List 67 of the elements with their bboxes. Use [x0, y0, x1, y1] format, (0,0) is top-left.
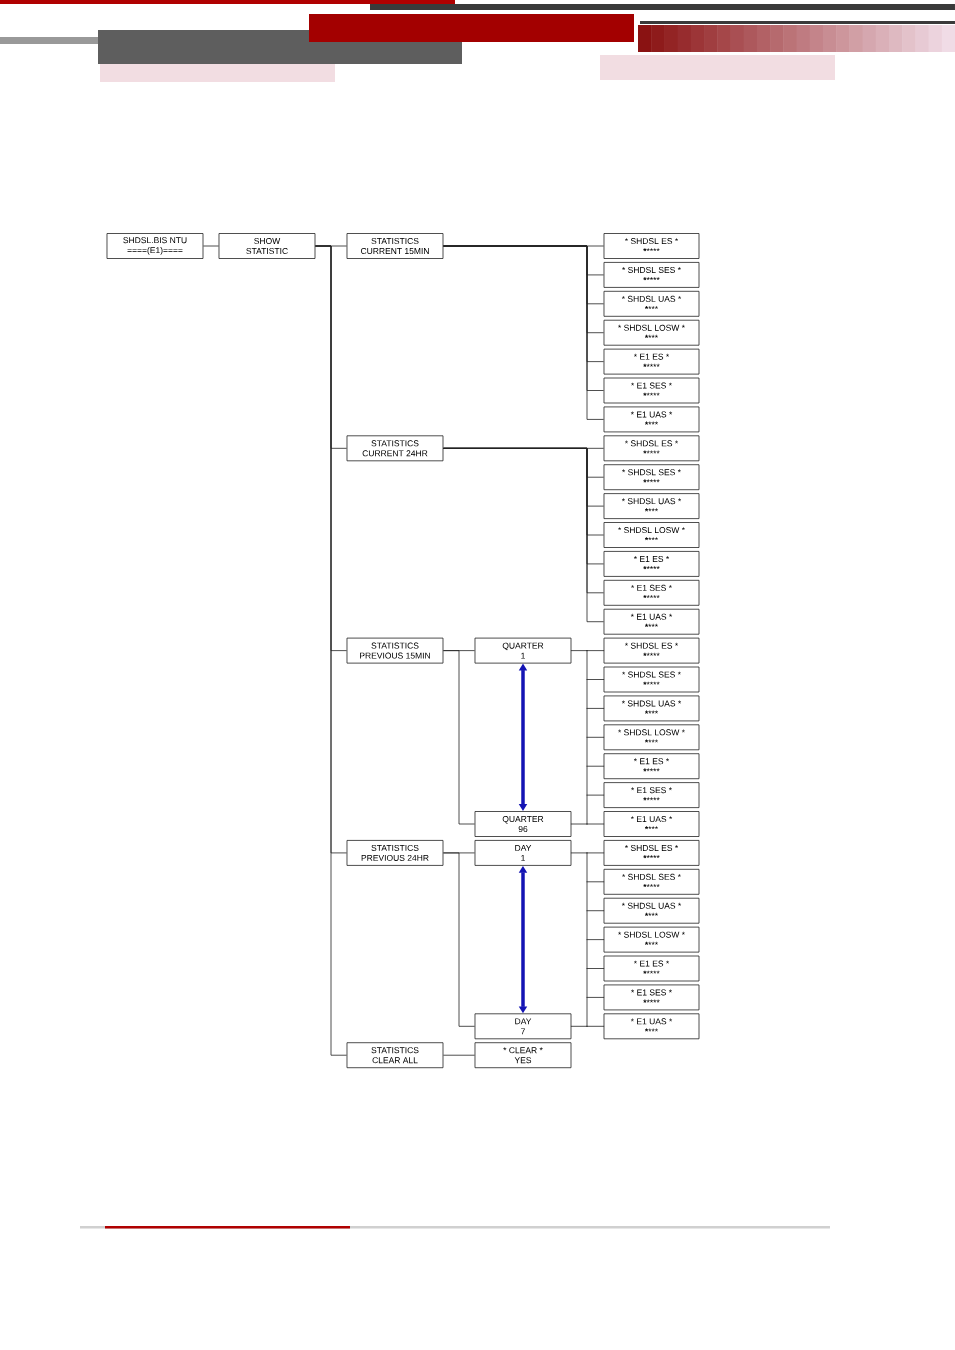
menu-box: SHOW STATISTIC [218, 233, 316, 259]
menu-box: * SHDSL ES * ***** [603, 435, 700, 462]
menu-box: * SHDSL SES * ***** [603, 262, 700, 288]
connector-line [586, 823, 604, 825]
menu-box: DAY 7 [474, 1013, 572, 1040]
menu-box: * E1 UAS * **** [603, 811, 700, 837]
connector-line [203, 245, 219, 247]
connector-line [443, 245, 604, 420]
connector-line [586, 736, 604, 738]
connector-line [571, 852, 588, 854]
menu-box: * E1 ES * ***** [603, 955, 700, 982]
menu-box: * SHDSL UAS * **** [603, 897, 700, 924]
menu-box: * E1 ES * ***** [603, 551, 700, 577]
menu-box: * E1 SES * ***** [603, 782, 700, 808]
connector-line [571, 1025, 588, 1027]
connector-line [443, 852, 475, 1027]
menu-box: STATISTICS PREVIOUS 24HR [346, 840, 444, 866]
menu-box: * SHDSL LOSW * **** [603, 926, 700, 953]
connector-line [586, 910, 604, 912]
menu-box: * SHDSL UAS * **** [603, 695, 700, 722]
menu-box: STATISTICS CURRENT 15MIN [346, 233, 444, 259]
menu-box: STATISTICS CURRENT 24HR [346, 435, 444, 462]
menu-box: * SHDSL LOSW * **** [603, 724, 700, 751]
connector-line [586, 708, 604, 709]
menu-box: * E1 UAS * **** [603, 608, 700, 635]
menu-box: QUARTER 96 [474, 811, 572, 837]
menu-box: * SHDSL SES * ***** [603, 666, 700, 693]
connector-line [586, 765, 604, 767]
connector-line [586, 939, 604, 940]
menu-box: STATISTICS CLEAR ALL [346, 1042, 444, 1069]
menu-box: * E1 ES * ***** [603, 753, 700, 780]
connector-line [586, 881, 604, 883]
connector-line [586, 650, 604, 651]
menu-box: QUARTER 1 [474, 637, 572, 664]
menu-box: * SHDSL UAS * **** [603, 493, 700, 519]
menu-box: * SHDSL LOSW * **** [603, 522, 700, 548]
connector-line [443, 447, 604, 623]
menu-box: * CLEAR * YES [474, 1042, 572, 1069]
menu-box: * SHDSL ES * ***** [603, 233, 700, 259]
menu-box: * E1 SES * ***** [603, 579, 700, 606]
menu-box: * E1 SES * ***** [603, 984, 700, 1011]
menu-box: * E1 UAS * **** [603, 1013, 700, 1040]
connector-line [571, 823, 588, 825]
menu-box: * SHDSL ES * ***** [603, 637, 700, 664]
menu-box: DAY 1 [474, 840, 572, 866]
connector-line [315, 245, 347, 1056]
connector-line [443, 650, 475, 825]
menu-box: * SHDSL UAS * **** [603, 290, 700, 317]
connector-line [586, 650, 588, 825]
menu-box: * SHDSL ES * ***** [603, 840, 700, 866]
connector-line [443, 1054, 475, 1056]
connector-line [586, 968, 604, 969]
menu-box: * SHDSL LOSW * **** [603, 319, 700, 346]
connector-line [586, 679, 604, 680]
menu-box: STATISTICS PREVIOUS 15MIN [346, 637, 444, 664]
connector-line [586, 794, 604, 796]
menu-box: * SHDSL SES * ***** [603, 464, 700, 491]
menu-box: * E1 ES * ***** [603, 348, 700, 375]
connector-line [586, 852, 604, 854]
connector-line [586, 997, 604, 998]
menu-box: * E1 SES * ***** [603, 377, 700, 404]
menu-box: * SHDSL SES * ***** [603, 868, 700, 895]
connector-line [571, 650, 588, 651]
menu-box: SHDSL.BIS NTU ====(E1)==== [106, 233, 204, 259]
connector-line [586, 1025, 604, 1027]
menu-box: * E1 UAS * **** [603, 406, 700, 433]
connector-line [586, 852, 588, 1027]
